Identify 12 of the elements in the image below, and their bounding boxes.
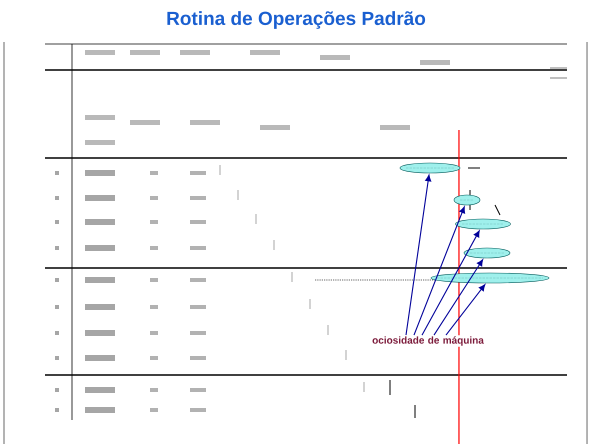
- highlight-ellipse: [455, 218, 511, 230]
- arrow: [414, 206, 466, 336]
- highlight-ellipse: [464, 248, 510, 258]
- title: Rotina de Operações Padrão: [167, 11, 426, 29]
- highlight-ellipse: [400, 162, 460, 174]
- annotation-text: ociosidade de máquina: [371, 335, 485, 347]
- arrow: [434, 259, 484, 336]
- arrow: [422, 230, 480, 336]
- highlight-ellipse: [430, 272, 550, 284]
- arrow: [446, 284, 486, 336]
- arrow: [405, 174, 432, 336]
- highlight-ellipse: [454, 194, 480, 206]
